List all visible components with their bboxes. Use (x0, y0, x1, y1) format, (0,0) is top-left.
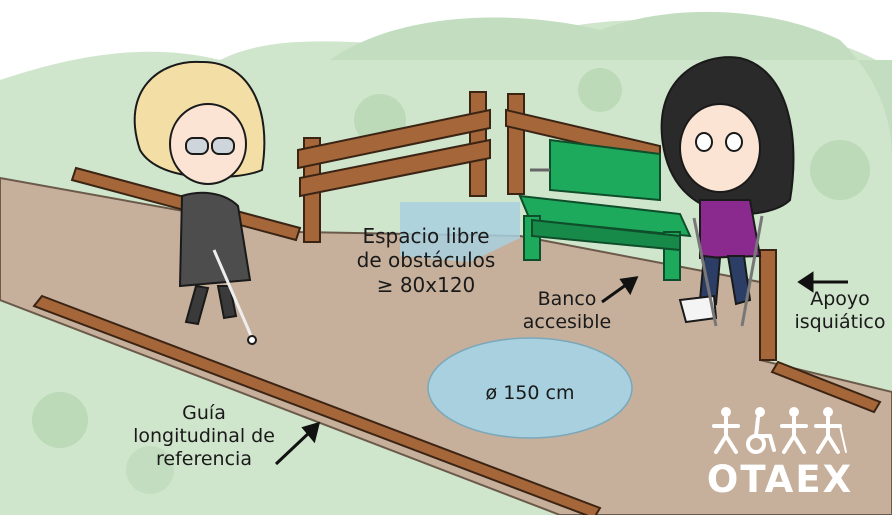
accessible-bench-label: Banco accesible (522, 288, 612, 334)
turning-circle-label: ø 150 cm (485, 382, 575, 404)
otaex-logo: OTAEX (700, 402, 860, 502)
people-accessibility-icon (712, 407, 847, 454)
woman-with-crutches (660, 56, 795, 327)
accessible-bench (518, 138, 692, 281)
logo-text: OTAEX (706, 458, 854, 501)
annotation-arrows (274, 271, 848, 466)
ischial-support-label: Apoyo isquiático (794, 288, 886, 334)
guide-reference-label: Guía longitudinal de referencia (133, 402, 275, 471)
woman-with-white-cane (133, 60, 266, 345)
wooden-fence (297, 91, 777, 361)
turning-circle (427, 337, 633, 439)
clear-space-label: Espacio libre de obstáculos ≥ 80x120 (356, 224, 496, 297)
clear-space-zone (400, 202, 520, 262)
